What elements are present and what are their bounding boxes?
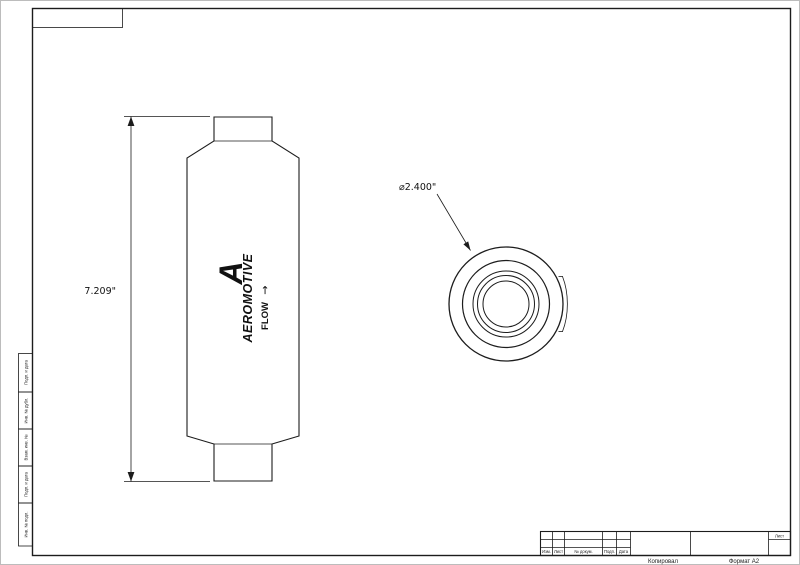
bore-circle [482, 280, 530, 328]
logo-text: AEROMOTIVE [241, 253, 255, 343]
dimension-arrow-down-icon [127, 472, 135, 482]
brand-logo: A AEROMOTIVE [213, 253, 255, 343]
format-label: Формат А2 [729, 559, 760, 565]
stamp-label: Взам. инв. № [24, 434, 29, 460]
title-block: Изм. Лист № докум. Подп. Дата Лист [539, 530, 792, 557]
title-block-col-label: Дата [619, 549, 629, 554]
diameter-dimension-label: ⌀2.400" [399, 182, 436, 193]
stamp-cell [18, 502, 33, 547]
title-block-col-label: Изм. [542, 549, 551, 554]
title-block-border [539, 530, 792, 557]
stamp-label: Инв. № дубл. [24, 398, 29, 424]
diameter-callout: ⌀2.400" [399, 182, 471, 251]
leader-arrow-icon [463, 241, 471, 251]
length-dimension: 7.209" [84, 116, 210, 482]
port-outer-circle [472, 270, 540, 338]
leader-line [436, 193, 471, 251]
front-view: ⌀2.400" [399, 182, 568, 362]
logo-monogram: A [213, 261, 249, 285]
drawing-frame: Подп. и дата Инв. № дубл. Взам. инв. № П… [18, 7, 792, 565]
shoulder-circle [461, 259, 551, 349]
stamp-label: Подп. и дата [24, 359, 29, 384]
frame-border [31, 7, 792, 557]
dimension-arrow-up-icon [127, 116, 135, 126]
top-left-stamp-cell [32, 8, 123, 28]
retaining-clip-detail [558, 276, 568, 332]
length-dimension-label: 7.209" [84, 286, 116, 297]
flow-marking: FLOW → [259, 285, 272, 330]
sheet-label: Лист [775, 533, 784, 538]
outer-circle [448, 246, 564, 362]
title-block-col-label: № докум. [574, 549, 592, 554]
title-block-col-label: Подп. [604, 549, 615, 554]
thread-circle [477, 275, 535, 333]
flow-direction-arrow-icon: → [259, 285, 272, 294]
stamp-label: Инв. № подл. [24, 511, 29, 537]
flow-label: FLOW [260, 302, 271, 330]
side-view: A AEROMOTIVE FLOW → 7.209" [84, 116, 300, 482]
stamp-label: Подп. и дата [24, 471, 29, 496]
title-block-col-label: Лист [554, 549, 563, 554]
left-stamp-column: Подп. и дата Инв. № дубл. Взам. инв. № П… [18, 353, 33, 547]
copied-label: Копировал [648, 559, 679, 565]
